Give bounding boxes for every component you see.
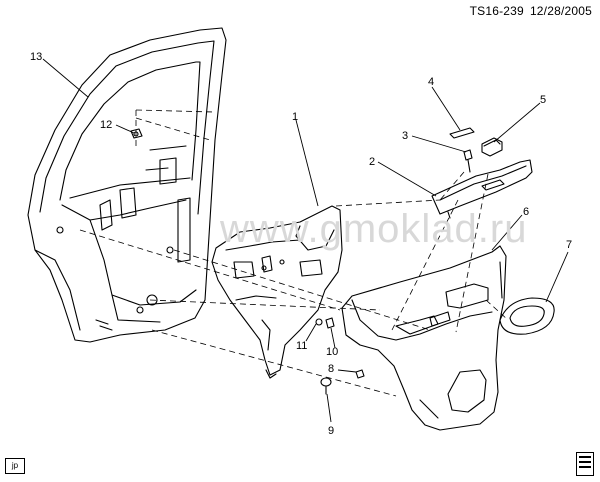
alignment-lines (79, 109, 509, 397)
callout-10: 10 (326, 346, 338, 358)
callout-6: 6 (523, 206, 529, 218)
illustration-date: 12/28/2005 (529, 4, 592, 18)
speaker-grille (499, 297, 555, 335)
callout-7: 7 (566, 239, 572, 251)
clip-4 (449, 127, 475, 139)
callout-5: 5 (540, 94, 546, 106)
callout-8: 8 (328, 363, 334, 375)
screw-3 (463, 149, 473, 173)
clip-11 (315, 318, 323, 326)
diagram-header: TS16-239 12/28/2005 (470, 4, 592, 18)
callout-2: 2 (369, 156, 375, 168)
initials-stamp: jp (5, 458, 25, 474)
callout-11: 11 (296, 340, 307, 352)
callout-1: 1 (292, 111, 298, 123)
push-pin-9 (320, 377, 332, 395)
illustration-id: TS16-239 (469, 4, 524, 18)
fastener-8 (355, 369, 365, 379)
watermark: www.gmoklad.ru (219, 207, 527, 251)
switch-5 (481, 137, 503, 157)
callout-4: 4 (428, 76, 434, 88)
callout-12: 12 (100, 119, 112, 131)
door-frame (27, 27, 227, 343)
leader-lines (42, 58, 569, 423)
callout-13: 13 (30, 51, 42, 63)
callout-numbers: 13 12 1 2 3 4 5 6 7 8 9 10 11 (30, 51, 572, 437)
gm-logo-icon (576, 452, 594, 476)
retainer-10 (325, 317, 335, 329)
water-deflector (211, 205, 343, 379)
fastener-12 (130, 128, 143, 139)
callout-9: 9 (328, 425, 334, 437)
callout-3: 3 (402, 130, 408, 142)
trim-panel (341, 245, 507, 431)
